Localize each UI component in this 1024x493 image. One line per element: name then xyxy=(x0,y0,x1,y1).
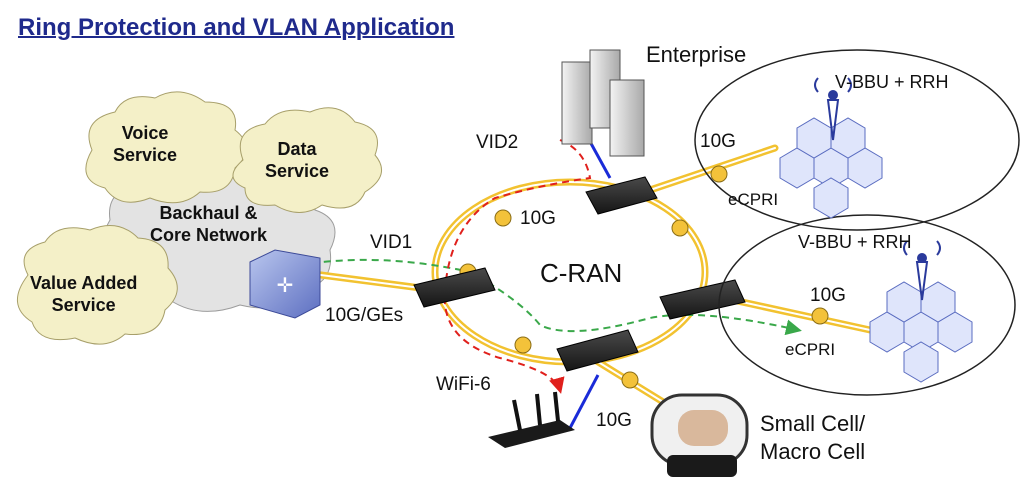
wifi-access-link xyxy=(568,374,600,429)
bbu-group-1 xyxy=(694,49,1020,231)
link-bbu2-10g-label: 10G xyxy=(810,285,846,306)
cell-hex-grid-1 xyxy=(779,117,883,219)
vid1-label: VID1 xyxy=(370,232,413,253)
vid2-label: VID2 xyxy=(476,132,519,153)
core-router-icon: ✛ xyxy=(249,249,321,319)
antenna-icon xyxy=(814,77,941,301)
enterprise-label: Enterprise xyxy=(646,42,747,67)
router-icon xyxy=(488,391,575,448)
ecpri-1-label: eCPRI xyxy=(728,190,779,209)
link-small-10g-label: 10G xyxy=(596,410,632,431)
enterprise-access-link xyxy=(586,137,612,179)
backhaul-core-label: Backhaul & Core Network xyxy=(150,203,268,245)
page-title: Ring Protection and VLAN Application xyxy=(18,14,455,41)
cell-hex-grid-2 xyxy=(869,281,973,383)
service-cloud-cluster xyxy=(17,91,383,345)
value-added-cloud xyxy=(17,225,178,345)
vid1-path xyxy=(299,258,802,336)
c-ran-label: C-RAN xyxy=(540,258,623,288)
bbu-1-label: V-BBU + RRH xyxy=(835,72,949,92)
server-icon xyxy=(561,49,645,157)
small-cell-label: Small Cell/ Macro Cell xyxy=(760,411,866,464)
voice-service-label: Voice Service xyxy=(113,123,178,165)
link-bbu1-10g-label: 10G xyxy=(700,131,736,152)
bbu-group-2 xyxy=(718,214,1016,396)
bbu-2-label: V-BBU + RRH xyxy=(798,232,912,252)
link-left-10g-ges-label: 10G/GEs xyxy=(325,305,404,326)
wifi-label: WiFi-6 xyxy=(436,374,491,395)
vid2-path xyxy=(443,139,592,394)
value-added-service-label: Value Added Service xyxy=(30,273,138,315)
svg-text:✛: ✛ xyxy=(277,273,294,297)
switch-icon xyxy=(413,176,746,372)
data-service-label: Data Service xyxy=(265,139,330,181)
data-cloud xyxy=(232,107,383,213)
link-top-10g-label: 10G xyxy=(520,208,556,229)
small-cell-icon xyxy=(650,393,749,477)
optical-module-icon xyxy=(459,165,829,389)
ecpri-2-label: eCPRI xyxy=(785,340,836,359)
